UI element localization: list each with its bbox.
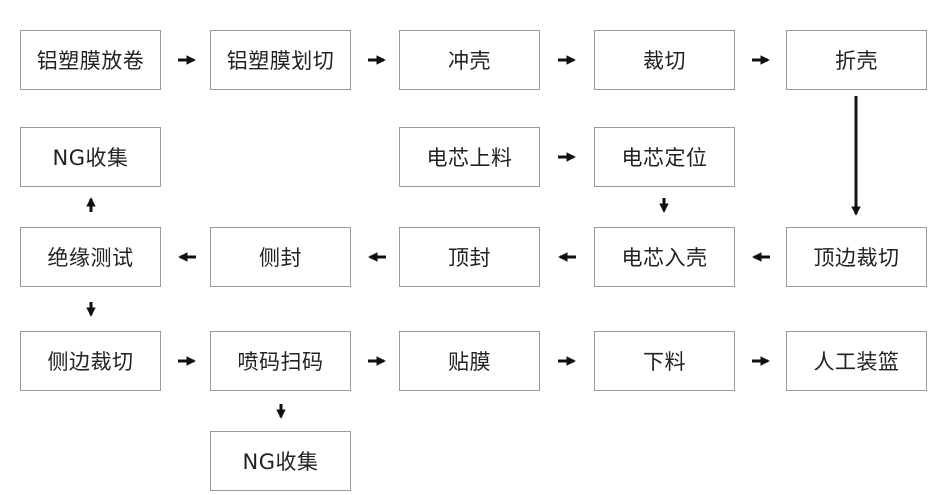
node-side-seal: 侧封 xyxy=(210,227,351,287)
node-top-edge-trim: 顶边裁切 xyxy=(786,227,927,287)
node-manual-basket: 人工装篮 xyxy=(786,331,927,391)
node-shell-punch: 冲壳 xyxy=(399,30,540,90)
node-shell-fold: 折壳 xyxy=(786,30,927,90)
node-film-apply: 贴膜 xyxy=(399,331,540,391)
node-ng-collect-bottom: NG收集 xyxy=(210,431,351,491)
node-cell-feed: 电芯上料 xyxy=(399,127,540,187)
node-code-spray-scan: 喷码扫码 xyxy=(210,331,351,391)
node-ng-collect-top: NG收集 xyxy=(20,127,161,187)
node-cell-into-shell: 电芯入壳 xyxy=(594,227,735,287)
node-aluminum-film-cut: 铝塑膜划切 xyxy=(210,30,351,90)
node-top-seal: 顶封 xyxy=(399,227,540,287)
node-cell-position: 电芯定位 xyxy=(594,127,735,187)
node-side-edge-trim: 侧边裁切 xyxy=(20,331,161,391)
node-trim: 裁切 xyxy=(594,30,735,90)
node-unload: 下料 xyxy=(594,331,735,391)
node-insulation-test: 绝缘测试 xyxy=(20,227,161,287)
node-aluminum-film-unwind: 铝塑膜放卷 xyxy=(20,30,161,90)
